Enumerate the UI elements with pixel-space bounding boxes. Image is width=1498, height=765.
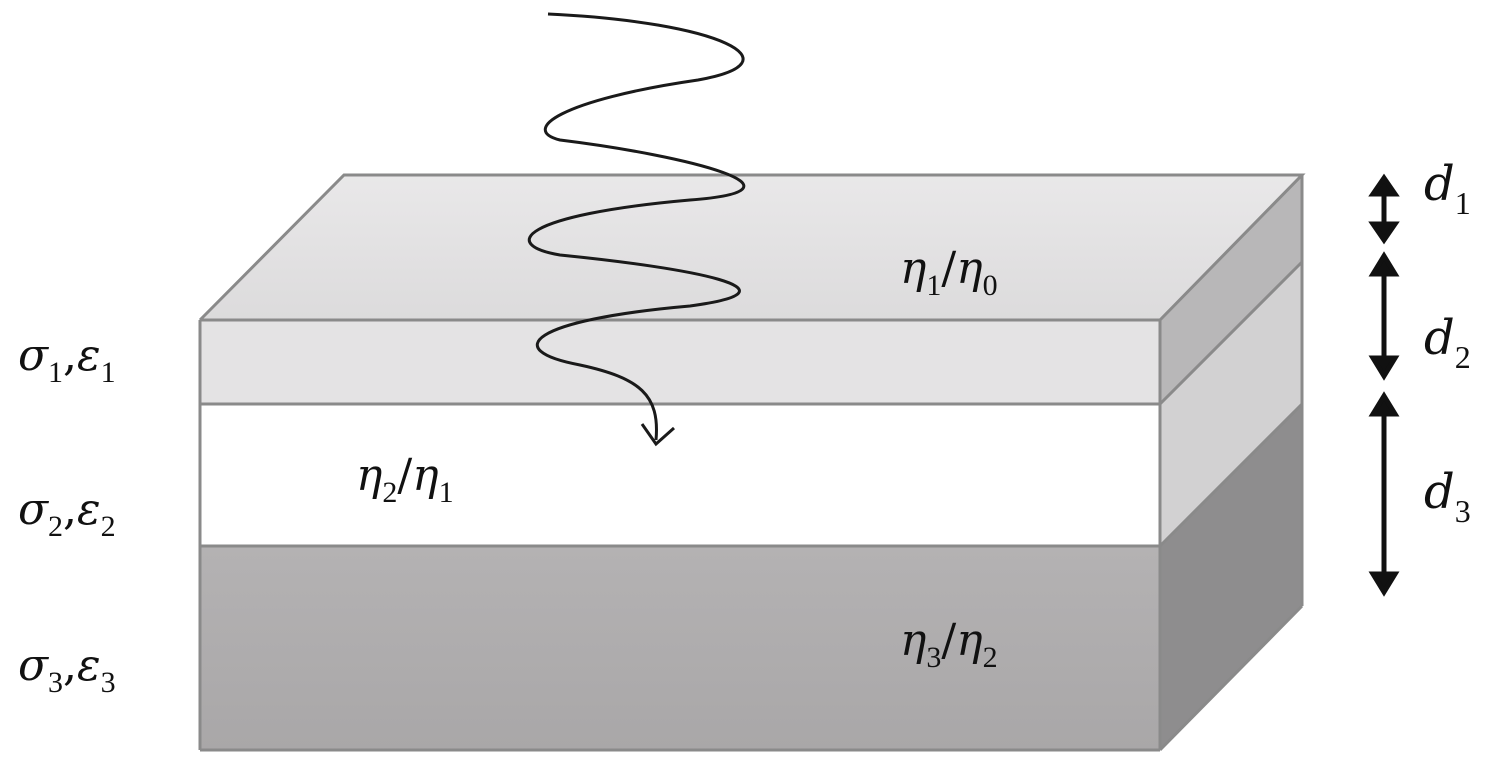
layer2-impedance-label: η2/η1 [356, 450, 454, 509]
double-arrow-icon [1368, 391, 1400, 597]
layer3-front-face [200, 546, 1160, 750]
double-arrow-icon [1368, 173, 1400, 245]
layer2-material-label: σ2,ε2 [18, 484, 116, 543]
layer2-front-face [200, 404, 1160, 546]
layer1-top-face [200, 175, 1302, 320]
thickness-label-d2: d2 [1424, 310, 1471, 375]
layer1-material-label: σ1,ε1 [18, 330, 116, 389]
layer1-impedance-label: η1/η0 [900, 243, 998, 302]
layer3-side-face [1160, 404, 1302, 750]
wave-arrowhead-icon [640, 423, 675, 447]
layer1-front-face [200, 320, 1160, 404]
layer1-side-face [1160, 175, 1302, 404]
block-outlines [198, 173, 1306, 752]
layer3-impedance-label: η3/η2 [900, 615, 998, 674]
layer3-material-label: σ3,ε3 [18, 640, 116, 699]
thickness-label-d3: d3 [1424, 464, 1471, 529]
layer2-side-face [1160, 262, 1302, 546]
double-arrow-icon [1368, 251, 1400, 381]
thickness-label-d1: d1 [1424, 156, 1471, 221]
incident-wave-icon [527, 12, 746, 441]
